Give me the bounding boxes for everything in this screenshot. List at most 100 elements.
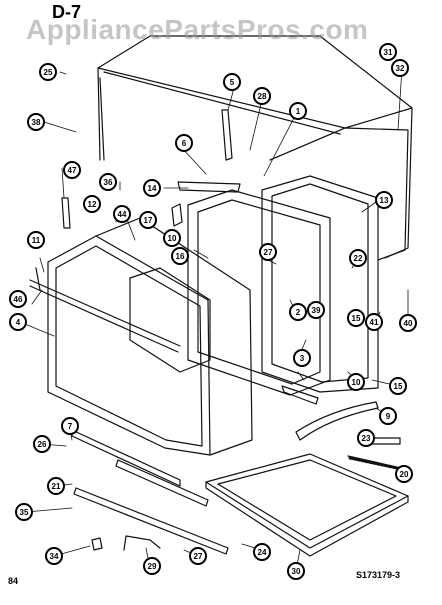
callout-bubble xyxy=(347,373,365,391)
callout-c16: 16 xyxy=(171,247,189,265)
callout-bubble xyxy=(45,547,63,565)
callout-number: 30 xyxy=(292,567,301,576)
callout-bubble xyxy=(139,211,157,229)
tab-part xyxy=(281,385,319,405)
callout-bubble xyxy=(113,205,131,223)
callout-number: 27 xyxy=(264,248,273,257)
callout-c15b: 15 xyxy=(389,377,407,395)
callout-c21: 21 xyxy=(47,477,65,495)
callout-number: 29 xyxy=(148,562,157,571)
callout-number: 27 xyxy=(194,552,203,561)
callout-c5: 5 xyxy=(223,73,241,91)
callout-bubble xyxy=(253,543,271,561)
callout-bubble xyxy=(289,102,307,120)
callout-number: 24 xyxy=(258,548,267,557)
callout-c28: 28 xyxy=(253,87,271,105)
callout-bubble xyxy=(349,249,367,267)
watermark: AppliancePartsPros.com xyxy=(26,14,369,45)
callout-number: 32 xyxy=(396,64,405,73)
callout-number: 15 xyxy=(394,382,403,391)
callout-c32: 32 xyxy=(391,59,409,77)
callout-number: 35 xyxy=(20,508,29,517)
callout-c36: 36 xyxy=(99,173,117,191)
knob-part xyxy=(91,537,103,551)
callout-c38a: 38 xyxy=(27,113,45,131)
callout-number: 15 xyxy=(352,314,361,323)
callout-c30: 30 xyxy=(287,562,305,580)
callout-c13: 13 xyxy=(375,191,393,209)
callout-number: 36 xyxy=(104,178,113,187)
callout-number: 12 xyxy=(88,200,97,209)
callout-bubble xyxy=(391,59,409,77)
callout-bubble xyxy=(307,301,325,319)
callout-bubble xyxy=(399,314,417,332)
callout-bubble xyxy=(357,429,375,447)
callout-bubble xyxy=(293,349,311,367)
callout-c26: 26 xyxy=(33,435,51,453)
callout-bubble xyxy=(253,87,271,105)
rod-part xyxy=(177,181,241,193)
callout-number: 23 xyxy=(362,434,371,443)
document-code: S173179-3 xyxy=(356,570,401,580)
callout-bubble xyxy=(175,134,193,152)
callout-number: 44 xyxy=(118,210,127,219)
callout-c15a: 15 xyxy=(347,309,365,327)
callout-number: 41 xyxy=(370,318,379,327)
door-outer-panel-inner xyxy=(55,245,203,447)
callout-bubble xyxy=(39,63,57,81)
callout-number: 9 xyxy=(386,412,391,421)
callout-c4: 4 xyxy=(9,313,27,331)
callout-c46: 46 xyxy=(9,290,27,308)
callout-c1: 1 xyxy=(289,102,307,120)
strip-part xyxy=(61,197,71,229)
callout-number: 34 xyxy=(50,552,59,561)
callout-bubble xyxy=(259,243,277,261)
callout-number: 14 xyxy=(148,184,157,193)
callout-number: 26 xyxy=(38,440,47,449)
callout-number: 31 xyxy=(384,48,393,57)
callout-number: 17 xyxy=(144,216,153,225)
callout-number: 2 xyxy=(296,308,301,317)
callout-number: 13 xyxy=(380,196,389,205)
callout-c10b: 10 xyxy=(347,373,365,391)
callout-bubble xyxy=(379,43,397,61)
callout-number: 5 xyxy=(230,78,235,87)
bracket xyxy=(221,109,233,161)
callout-c27b: 27 xyxy=(189,547,207,565)
callout-c41: 41 xyxy=(365,313,383,331)
callout-c24: 24 xyxy=(253,543,271,561)
callout-number: 6 xyxy=(182,139,187,148)
callout-c17: 17 xyxy=(139,211,157,229)
callout-bubble xyxy=(143,179,161,197)
callout-bubble xyxy=(63,161,81,179)
callout-bubble xyxy=(61,417,79,435)
callout-c47: 47 xyxy=(63,161,81,179)
callout-c11: 11 xyxy=(27,231,45,249)
callout-c25: 25 xyxy=(39,63,57,81)
callout-bubble xyxy=(189,547,207,565)
door-inner-frame xyxy=(95,217,253,456)
callout-number: 1 xyxy=(296,107,301,116)
callout-number: 46 xyxy=(14,295,23,304)
hinge-arm xyxy=(295,401,379,441)
callout-bubble xyxy=(83,195,101,213)
callout-number: 21 xyxy=(52,482,61,491)
callout-number: 22 xyxy=(354,254,363,263)
callout-c20a: 20 xyxy=(395,465,413,483)
tray-rim xyxy=(205,481,409,557)
door-handle xyxy=(29,267,181,353)
callout-c10a: 10 xyxy=(163,229,181,247)
callout-bubble xyxy=(9,313,27,331)
cabinet-wrapper-edge xyxy=(99,71,341,161)
page-number: 84 xyxy=(8,576,19,586)
callout-number: 40 xyxy=(404,319,413,328)
callout-c3: 3 xyxy=(293,349,311,367)
callout-c29: 29 xyxy=(143,557,161,575)
callout-c12: 12 xyxy=(83,195,101,213)
callout-bubble xyxy=(171,247,189,265)
callout-bubble xyxy=(27,231,45,249)
callout-bubble xyxy=(389,377,407,395)
callout-c44: 44 xyxy=(113,205,131,223)
